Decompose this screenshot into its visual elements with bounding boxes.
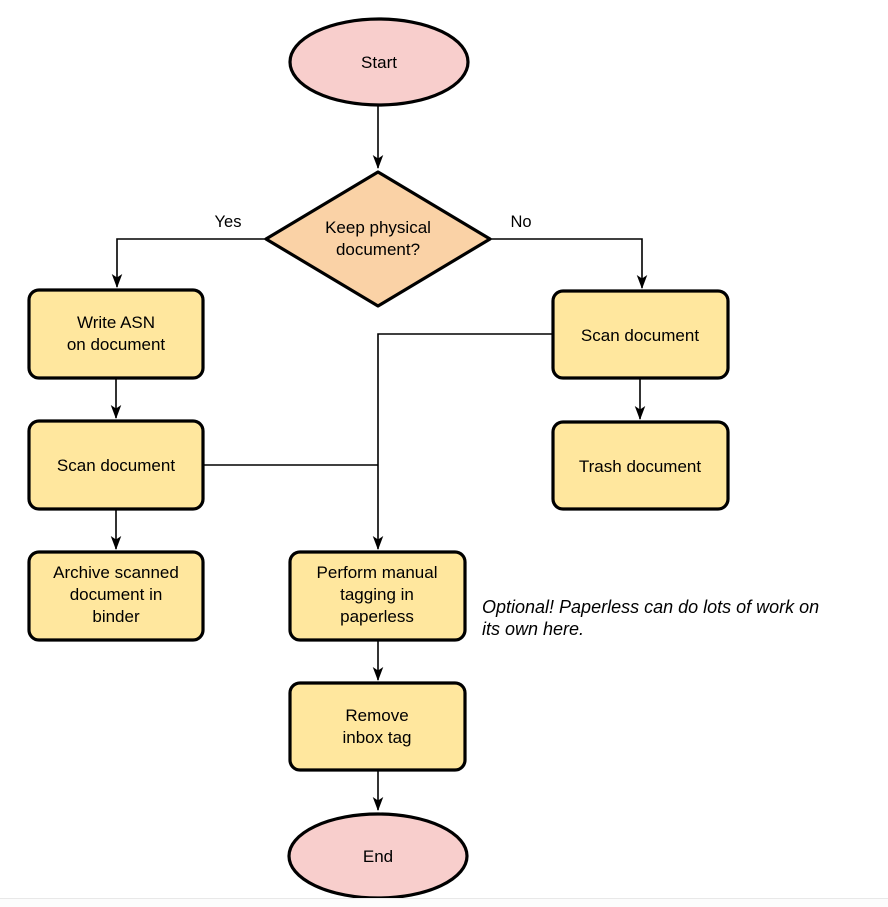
perform-tagging-label-line3: paperless	[340, 607, 414, 626]
scan-left-node	[27, 419, 205, 511]
edge-scan-right-to-perform	[372, 333, 553, 550]
trash-node	[551, 420, 730, 511]
scan-right-node	[551, 289, 730, 380]
archive-label-line1: Archive scanned	[53, 563, 179, 582]
perform-tagging-label-line1: Perform manual	[317, 563, 438, 582]
footer-strip	[0, 899, 888, 907]
end-label: End	[363, 847, 393, 866]
edge-label-no: No	[510, 213, 531, 231]
archive-node	[27, 550, 205, 642]
edge-label-yes: Yes	[215, 213, 242, 231]
trash-label: Trash document	[579, 457, 701, 476]
remove-inbox-tag-node	[288, 681, 467, 772]
decision-label-line2: document?	[336, 240, 420, 259]
write-asn-node	[27, 288, 205, 380]
decision-node	[264, 170, 492, 308]
optional-note-line1: Optional! Paperless can do lots of work …	[482, 597, 819, 617]
edge-decision-no-to-scan-right	[490, 238, 648, 289]
perform-tagging-node	[288, 550, 467, 642]
archive-label-line3: binder	[92, 607, 140, 626]
decision-label-line1: Keep physical	[325, 218, 431, 237]
optional-note-line2: its own here.	[482, 619, 584, 639]
start-node	[288, 17, 470, 107]
archive-label-line2: document in	[70, 585, 163, 604]
perform-tagging-label-line2: tagging in	[340, 585, 414, 604]
start-label: Start	[361, 53, 397, 72]
remove-inbox-tag-label-line2: inbox tag	[343, 728, 412, 747]
write-asn-label-line2: on document	[67, 335, 166, 354]
remove-inbox-tag-label-line1: Remove	[345, 706, 408, 725]
scan-right-label: Scan document	[581, 326, 699, 345]
scan-left-label: Scan document	[57, 456, 175, 475]
write-asn-label-line1: Write ASN	[77, 313, 155, 332]
edge-decision-yes-to-write-asn	[111, 238, 266, 288]
